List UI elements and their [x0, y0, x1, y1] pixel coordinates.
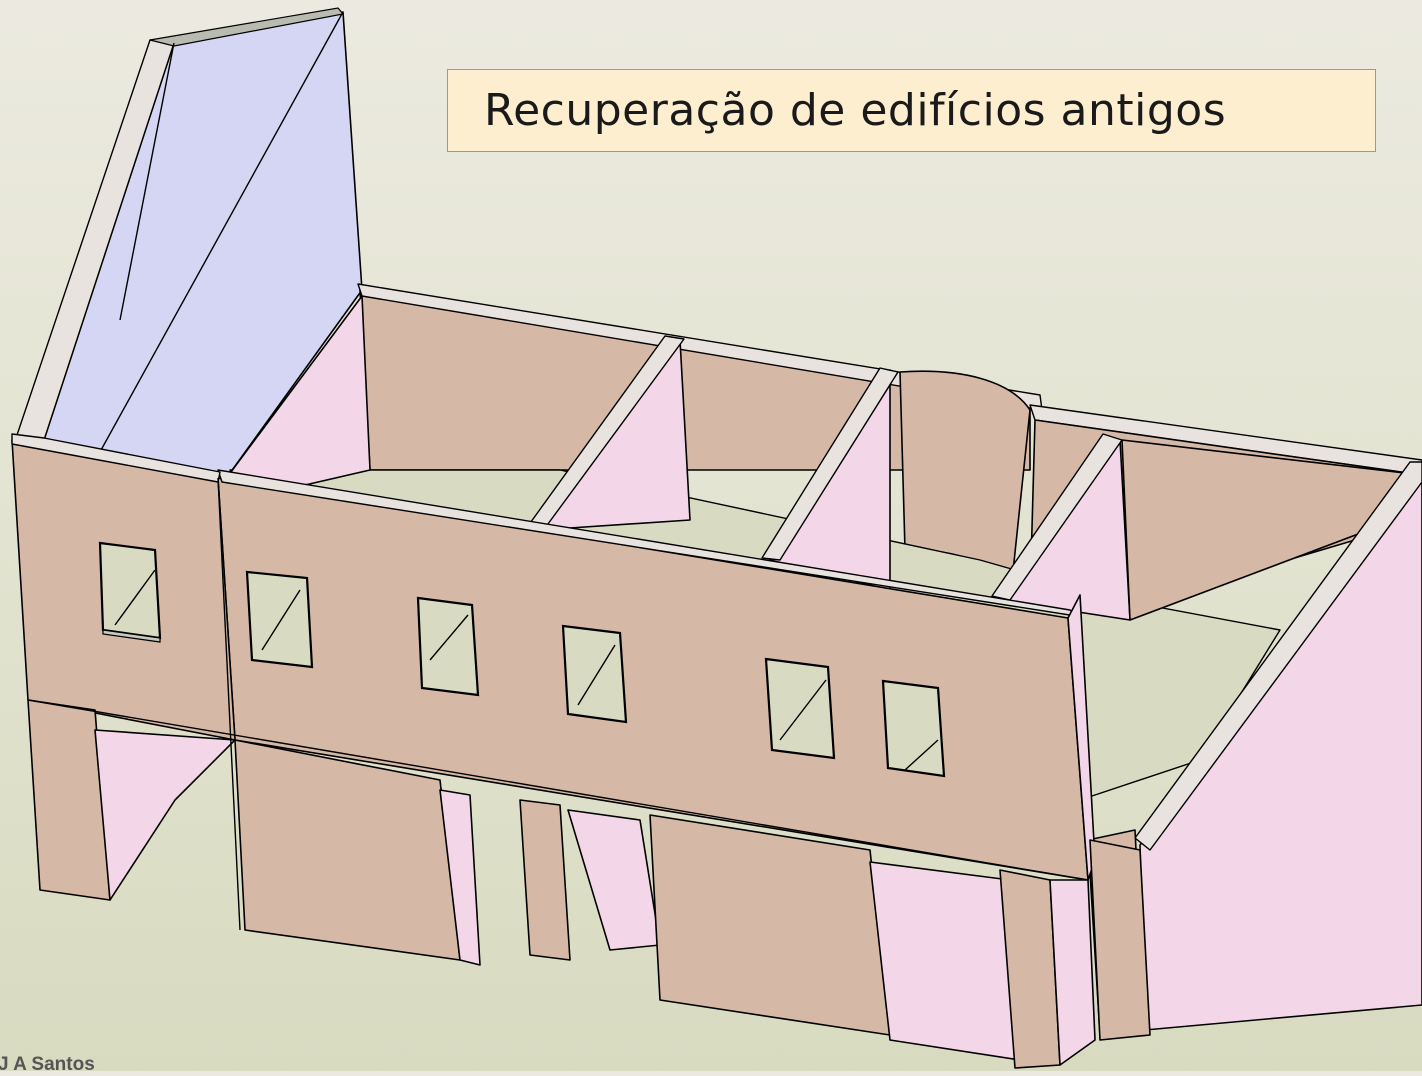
author-credit: J A Santos: [0, 1054, 95, 1075]
cross-wall-4-face: [1121, 439, 1422, 621]
right-side-wall-top: [1134, 461, 1422, 851]
slide-title: Recuperação de edifícios antigos: [484, 85, 1227, 136]
front-wall-lower-2: [649, 814, 891, 1036]
left-opening-inner: [94, 729, 236, 901]
right-pier: [1089, 839, 1151, 1041]
pier-3-side: [1049, 879, 1096, 1066]
cross-wall-3-top: [761, 367, 899, 561]
window-3: [416, 596, 480, 697]
front-pier-2: [519, 799, 571, 961]
front-wall-lower-1: [234, 739, 461, 961]
door-opening-3: [869, 861, 1021, 1061]
title-box: Recuperação de edifícios antigos: [447, 69, 1376, 152]
window-5: [764, 657, 836, 760]
window-4: [561, 624, 628, 724]
right-back-wall-top: [1029, 404, 1422, 476]
door-opening-2: [567, 809, 661, 951]
window-6: [881, 679, 946, 778]
window-1: [98, 541, 162, 643]
gable-cap: [149, 7, 345, 47]
door-opening-1: [439, 789, 481, 966]
window-2: [245, 570, 314, 669]
left-wall-top: [11, 433, 221, 483]
